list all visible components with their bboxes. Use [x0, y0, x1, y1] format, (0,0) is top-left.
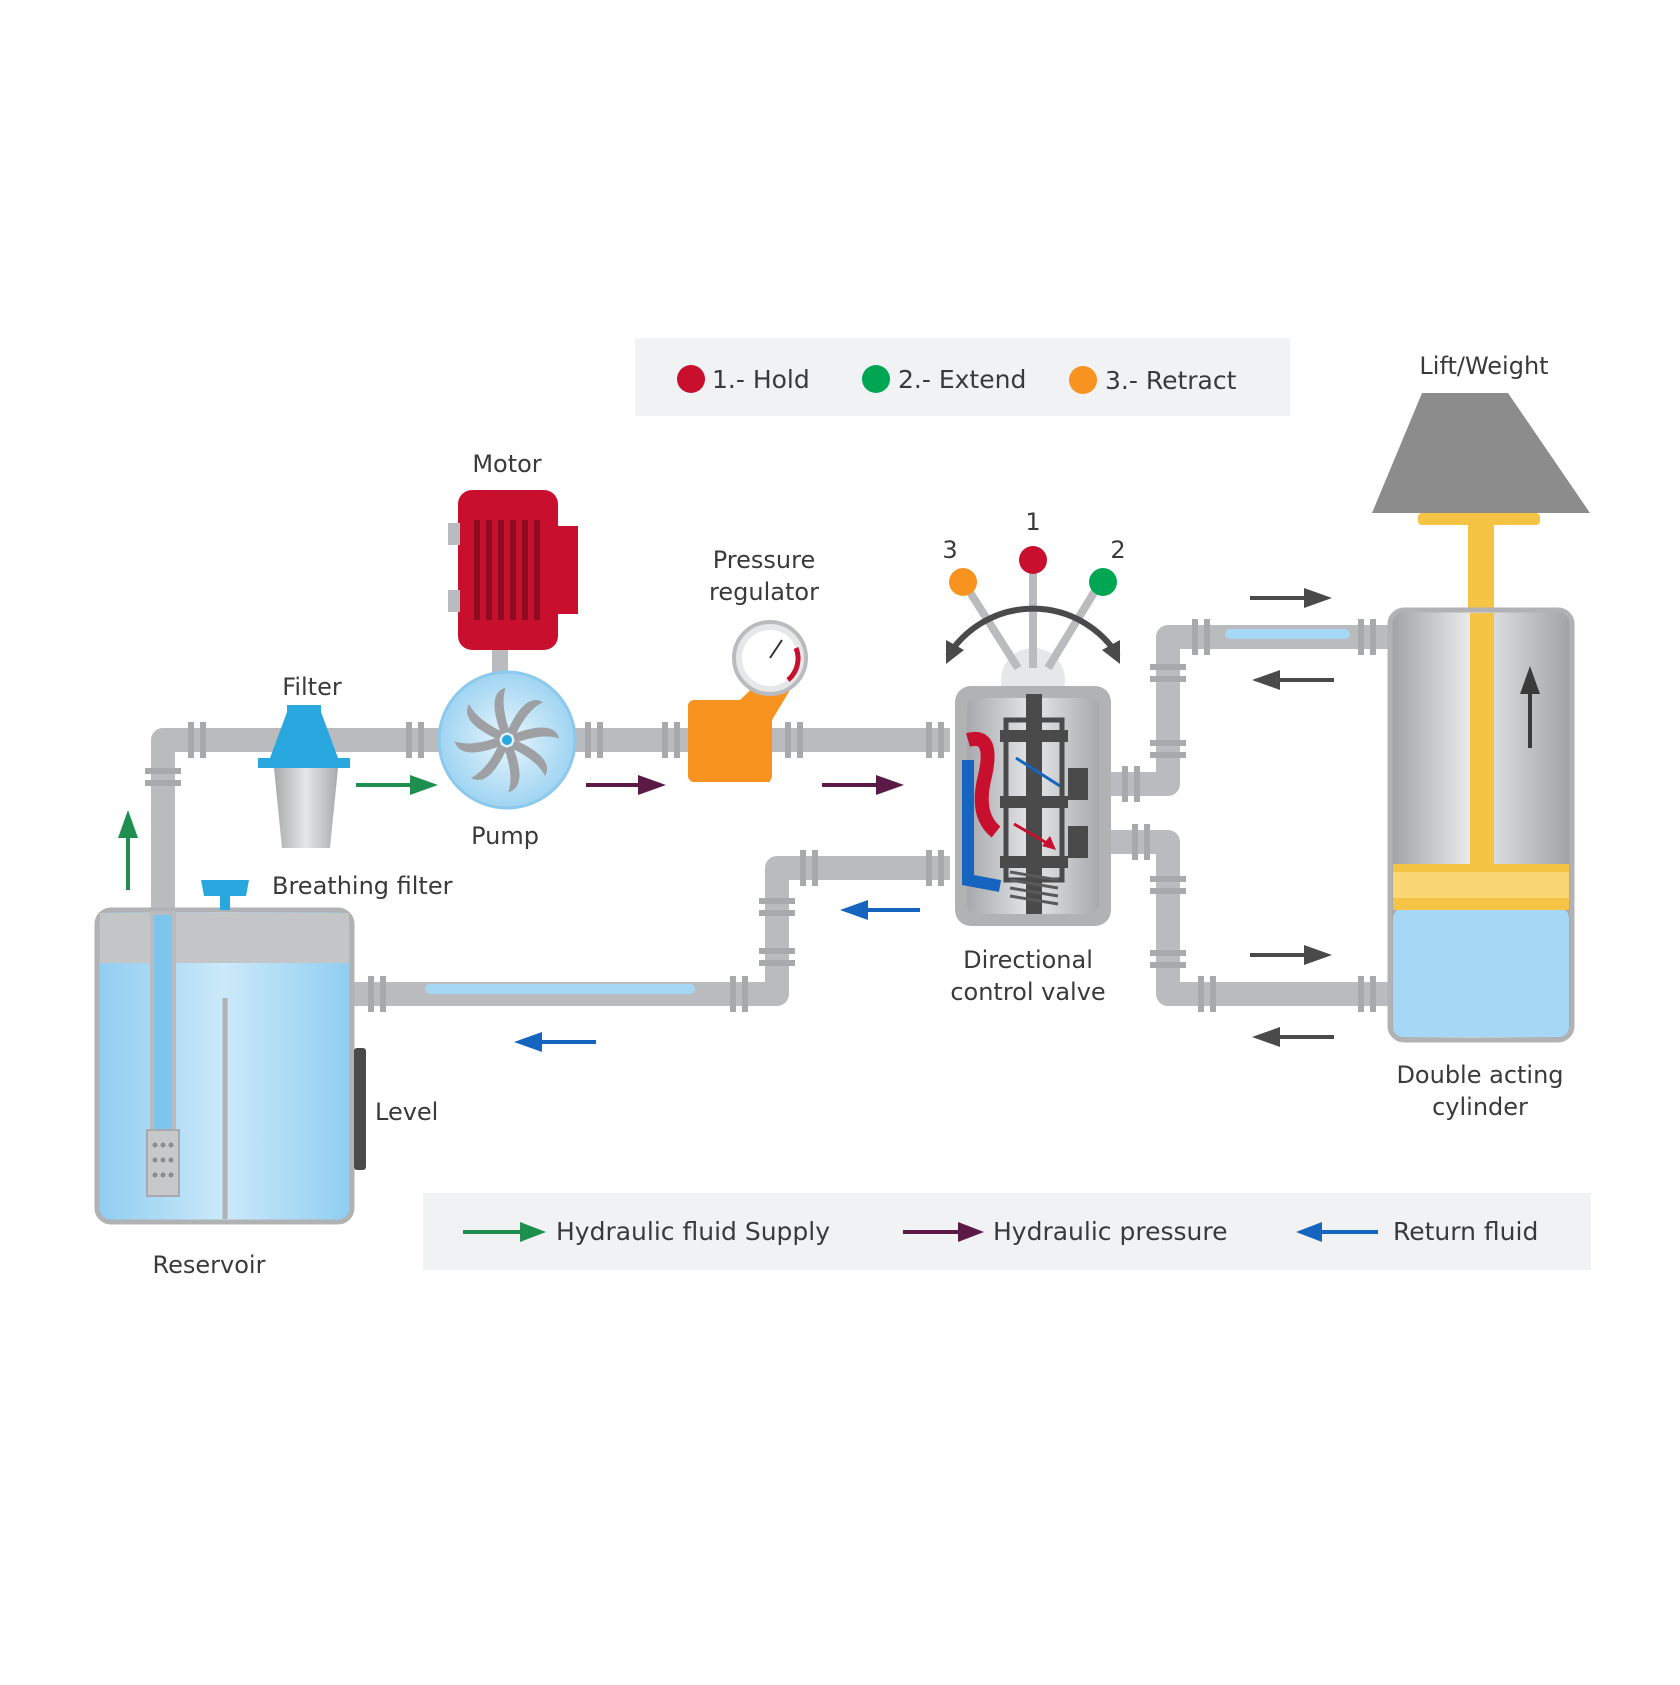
return-legend-arrow-icon	[1296, 1222, 1322, 1242]
supply-pipe	[151, 728, 950, 912]
extend-position-icon	[1089, 568, 1117, 596]
tank-air-space	[100, 913, 349, 963]
supply-legend-arrow-icon	[520, 1222, 546, 1242]
legend-return-label: Return fluid	[1393, 1217, 1538, 1246]
lever-position-2	[1044, 583, 1102, 671]
retract-position-icon	[949, 568, 977, 596]
cylinder-fluid	[1393, 908, 1569, 1037]
legend-retract-label: 3.- Retract	[1105, 366, 1237, 395]
flow-legend-background	[423, 1193, 1591, 1270]
cylinder-line-fluid-window	[1225, 629, 1350, 639]
flow-left-arrow-icon	[1252, 1027, 1280, 1047]
level-label: Level	[375, 1098, 438, 1126]
flow-right-arrow-icon	[1304, 588, 1332, 608]
hold-dot-icon	[677, 365, 705, 393]
return-passage	[962, 760, 1002, 892]
motor-label: Motor	[472, 450, 541, 478]
filter-bowl	[274, 768, 338, 848]
breathing-filter-icon	[201, 880, 249, 896]
strainer-icon	[146, 1129, 180, 1197]
valve-label-line2: control valve	[950, 978, 1105, 1006]
breathing-filter-label: Breathing filter	[272, 872, 453, 900]
lever-position-3	[962, 583, 1022, 671]
cylinder-top-line	[1080, 625, 1390, 796]
lever-label-1: 1	[1025, 508, 1040, 536]
supply-up-arrow-icon	[118, 810, 138, 838]
weight-icon	[1372, 393, 1590, 513]
lever-label-2: 2	[1110, 536, 1125, 564]
pressure-arrow-icon	[876, 775, 904, 795]
return-fluid-window	[425, 984, 695, 994]
flow-legend: Hydraulic fluid Supply Hydraulic pressur…	[423, 1193, 1591, 1270]
hold-position-icon	[1019, 546, 1047, 574]
lever-swing-arc	[945, 605, 1121, 658]
return-arrow-icon	[840, 900, 868, 920]
directional-control-valve: 1 2 3 Directional control valve	[942, 508, 1125, 1006]
suction-tube	[150, 911, 176, 1137]
cylinder-bottom-line	[1080, 830, 1390, 1006]
legend-supply-label: Hydraulic fluid Supply	[556, 1217, 830, 1246]
legend-hold-label: 1.- Hold	[712, 365, 810, 394]
state-legend-background	[635, 338, 1290, 416]
reservoir: Reservoir Breathing filter Level	[94, 872, 453, 1279]
electric-motor-icon	[458, 490, 558, 650]
legend-extend-label: 2.- Extend	[898, 365, 1026, 394]
valve-label-line1: Directional	[963, 946, 1093, 974]
pressure-arrow-icon	[638, 775, 666, 795]
filter-icon	[270, 712, 338, 758]
supply-right-arrow-icon	[410, 775, 438, 795]
pressure-passage	[966, 731, 1001, 838]
return-arrow-icon	[514, 1032, 542, 1052]
legend-pressure-label: Hydraulic pressure	[993, 1217, 1227, 1246]
filter-label: Filter	[282, 673, 342, 701]
regulator-label-line2: regulator	[709, 578, 819, 606]
pump: Pump	[437, 670, 577, 850]
retract-dot-icon	[1069, 366, 1097, 394]
piston-up-arrow-icon	[1520, 666, 1540, 694]
cylinder-label-line2: cylinder	[1432, 1093, 1528, 1121]
flow-arrows	[118, 588, 1334, 1052]
motor-shaft	[492, 642, 508, 676]
extend-dot-icon	[862, 365, 890, 393]
pump-label: Pump	[471, 822, 539, 850]
state-legend: 1.- Hold 2.- Extend 3.- Retract	[635, 338, 1290, 416]
reservoir-label: Reservoir	[153, 1251, 266, 1279]
weight-plate	[1418, 513, 1540, 525]
double-acting-cylinder: Lift/Weight Double acting cylinder	[1372, 352, 1590, 1121]
flow-right-arrow-icon	[1304, 945, 1332, 965]
filter: Filter	[258, 673, 350, 848]
flow-left-arrow-icon	[1252, 670, 1280, 690]
motor: Motor	[448, 450, 578, 676]
regulator-label-line1: Pressure	[713, 546, 815, 574]
cylinder-label-line1: Double acting	[1396, 1061, 1563, 1089]
lift-weight-label: Lift/Weight	[1419, 352, 1548, 380]
lever-label-3: 3	[942, 536, 957, 564]
level-gauge-icon	[354, 1048, 366, 1170]
pipe-couplings	[145, 619, 1376, 1012]
pressure-legend-arrow-icon	[958, 1222, 984, 1242]
pressure-regulator: Pressure regulator	[688, 546, 819, 782]
